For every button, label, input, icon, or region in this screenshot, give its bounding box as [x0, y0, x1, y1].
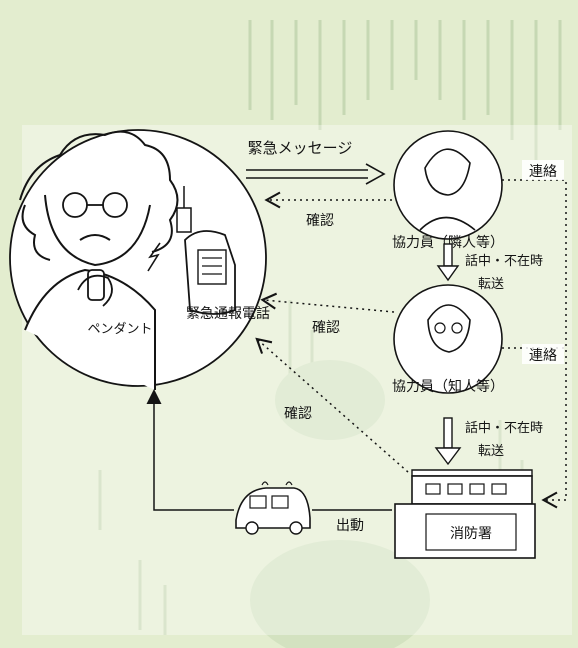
confirm-neighbor-label: 確認: [306, 213, 334, 229]
confirm-acquaintance-arrow: [260, 292, 395, 313]
confirm-fire-station-label: 確認: [284, 406, 312, 422]
pendant-icon: [87, 269, 105, 301]
ambulance-icon: [235, 481, 311, 535]
fire-station-label: 消防署: [450, 526, 492, 542]
dispatch-label: 出動: [336, 518, 364, 534]
dispatch-return-arrow: [146, 389, 234, 511]
signal-icon: [147, 242, 161, 272]
emergency-telephone-icon: [184, 230, 236, 315]
busy-absent-label-2: 話中・不在時: [465, 420, 543, 436]
forward-label-1: 転送: [478, 277, 504, 292]
emergency-phone-label: 緊急通報電話: [186, 305, 270, 322]
confirm-acquaintance-label: 確認: [312, 320, 340, 336]
pendant-label: ペンダント: [87, 322, 152, 337]
forward-arrow-1: 話中・不在時 転送: [436, 243, 543, 292]
busy-absent-label-1: 話中・不在時: [465, 253, 543, 269]
fire-station-node: 消防署: [394, 469, 536, 559]
alarm-unit-icon: [176, 207, 192, 233]
cooperator-neighbor-label: 協力員（隣人等）: [392, 234, 504, 251]
woman-icon: [424, 148, 471, 196]
man-icon: [427, 304, 471, 353]
forward-label-2: 転送: [478, 444, 504, 459]
contact-label-1: 連絡: [529, 164, 557, 180]
elderly-person-circle: ペンダント 緊急通報電話: [9, 129, 270, 390]
emergency-message-arrow: 緊急メッセージ: [246, 139, 386, 185]
contact-label-2: 連絡: [529, 348, 557, 364]
forward-arrow-2: 話中・不在時 転送: [434, 417, 543, 466]
cooperator-acquaintance-node: 協力員（知人等）: [392, 284, 504, 395]
cooperator-acquaintance-label: 協力員（知人等）: [392, 378, 504, 395]
emergency-message-label: 緊急メッセージ: [248, 139, 353, 157]
cooperator-neighbor-node: 協力員（隣人等）: [392, 130, 504, 251]
